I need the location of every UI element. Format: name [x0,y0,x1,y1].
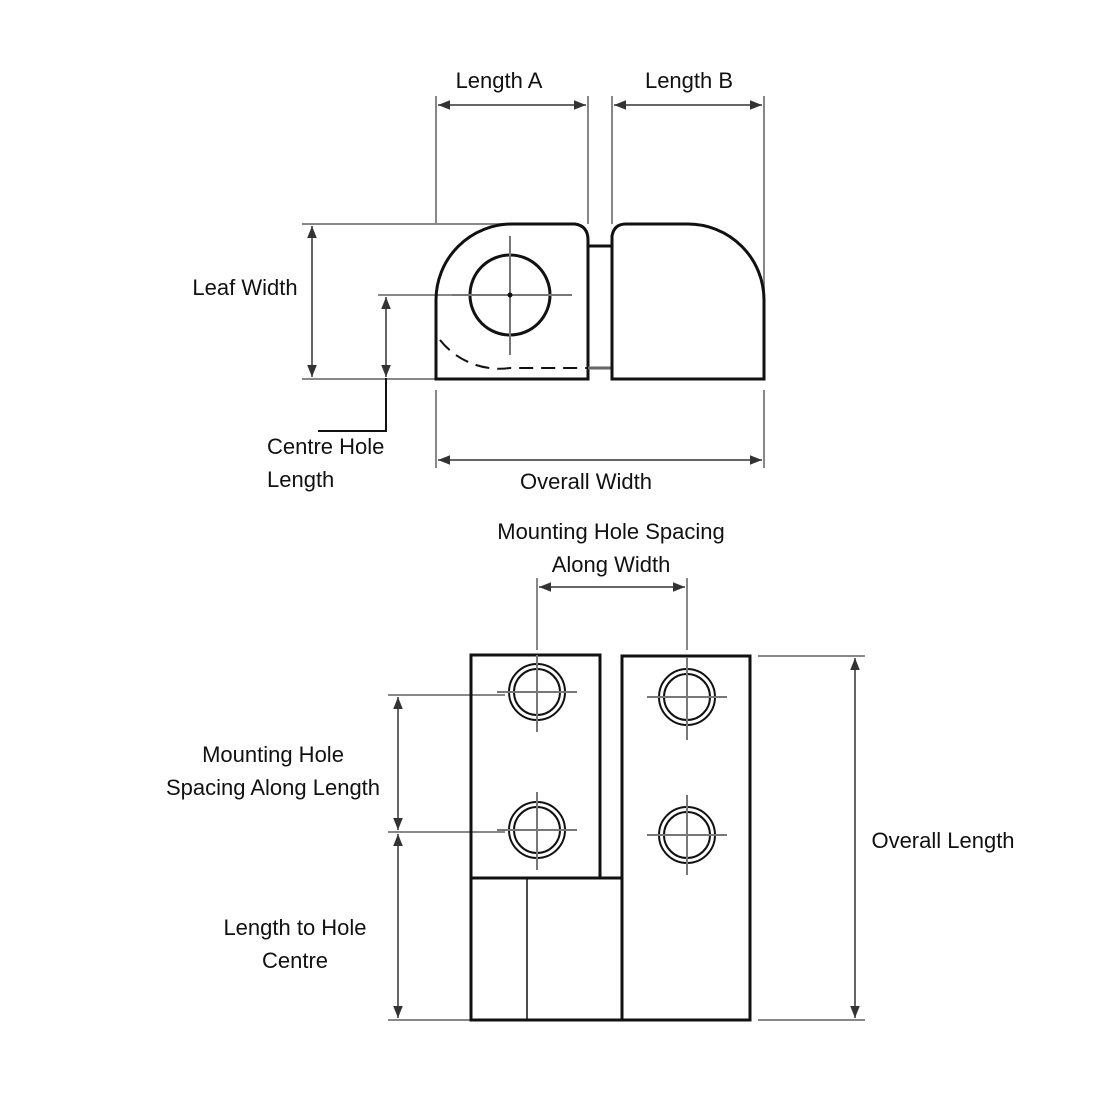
centre-hole-length-label-2: Length [267,467,334,492]
top-view: Length A Length B Leaf Width Centre Hole… [192,68,766,494]
mounting-spacing-width-label-1: Mounting Hole Spacing [497,519,724,544]
centre-hole-length-label-1: Centre Hole [267,434,384,459]
mounting-spacing-length-label-2: Spacing Along Length [166,775,380,800]
overall-length-label: Overall Length [871,828,1014,853]
mounting-spacing-width-label-2: Along Width [552,552,671,577]
length-b-label: Length B [645,68,733,93]
mounting-hole [497,792,577,870]
length-a-label: Length A [456,68,543,93]
leaf-width-label: Leaf Width [192,275,297,300]
length-to-hole-label-1: Length to Hole [223,915,366,940]
right-leaf-side [610,222,766,381]
left-leaf-plate [469,653,602,880]
bottom-view: Mounting Hole Spacing Along Width Mounti… [166,519,1015,1022]
overall-width-label: Overall Width [520,469,652,494]
right-leaf-plate [620,654,752,1022]
mounting-hole [497,655,577,732]
mounting-spacing-length-label-1: Mounting Hole [202,742,344,767]
mounting-hole [647,795,727,875]
length-to-hole-label-2: Centre [262,948,328,973]
mounting-hole [647,657,727,740]
left-leaf-side [434,222,590,381]
knuckle [469,876,624,1022]
